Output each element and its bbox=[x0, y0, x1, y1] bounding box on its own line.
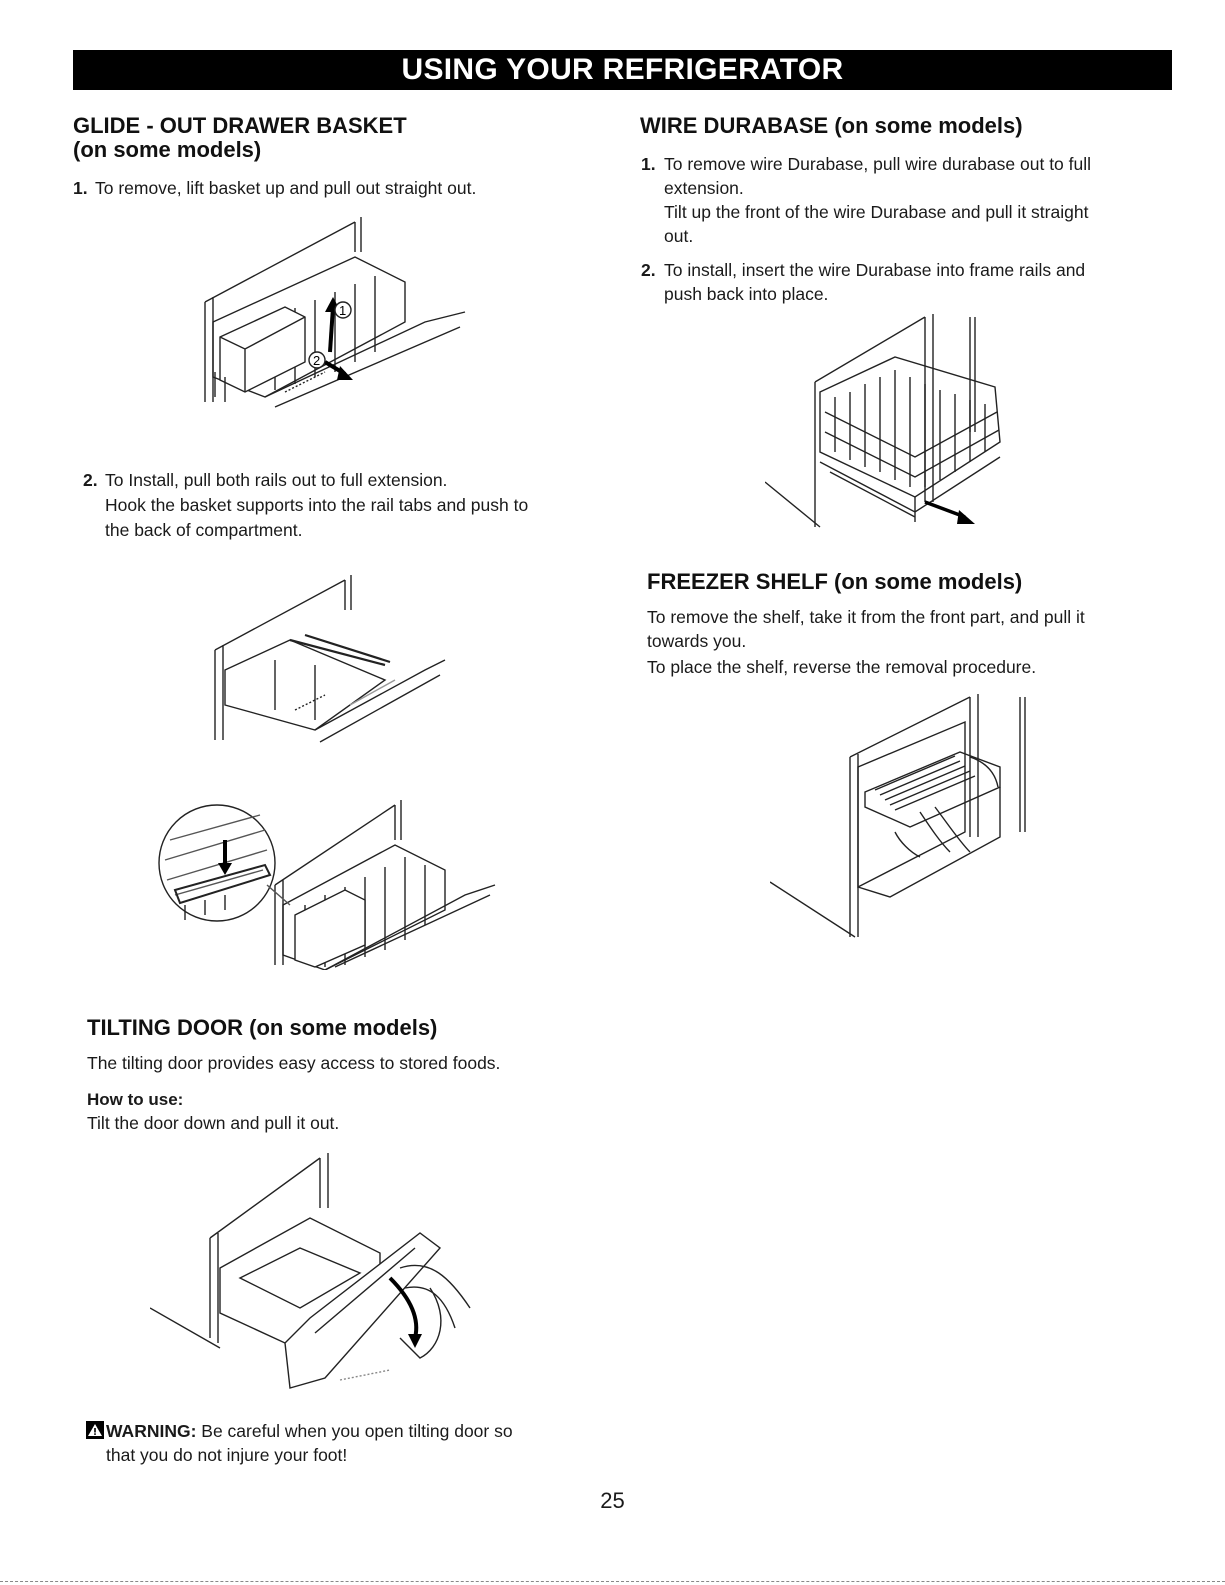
wire-step1-line4: out. bbox=[664, 226, 694, 246]
freezer-shelf-title: FREEZER SHELF (on some models) bbox=[647, 569, 1023, 594]
glide-basket-removal-illustration: 1 2 bbox=[175, 212, 475, 412]
warning-line2: that you do not injure your foot! bbox=[106, 1445, 348, 1465]
rails-extended-illustration bbox=[195, 570, 455, 745]
glide-step2-line1: To Install, pull both rails out to full … bbox=[105, 470, 448, 490]
glide-title-line1: GLIDE - OUT DRAWER BASKET bbox=[73, 113, 407, 138]
bottom-rule bbox=[0, 1581, 1225, 1582]
warning-line1: WARNING: Be careful when you open tiltin… bbox=[106, 1419, 513, 1443]
glide-step1-text: To remove, lift basket up and pull out s… bbox=[95, 178, 477, 198]
freezer-shelf-line1: To remove the shelf, take it from the fr… bbox=[647, 607, 1085, 627]
warning-label: WARNING: bbox=[106, 1421, 197, 1441]
how-to-use-text: Tilt the door down and pull it out. bbox=[87, 1113, 340, 1133]
warning-text-line1: Be careful when you open tilting door so bbox=[196, 1421, 513, 1441]
wire-durabase-title: WIRE DURABASE (on some models) bbox=[640, 113, 1023, 138]
glide-step2-number: 2. bbox=[83, 470, 98, 490]
wire-step1-number: 1. bbox=[641, 154, 656, 174]
wire-step2-number: 2. bbox=[641, 260, 656, 280]
glide-step1-number: 1. bbox=[73, 178, 88, 198]
glide-step2-line2: Hook the basket supports into the rail t… bbox=[105, 495, 529, 515]
wire-step1-line1: To remove wire Durabase, pull wire durab… bbox=[664, 154, 1092, 174]
freezer-shelf-line2: towards you. bbox=[647, 631, 747, 651]
freezer-shelf-illustration bbox=[770, 692, 1040, 942]
tilting-door-illustration bbox=[150, 1148, 490, 1398]
wire-step1-line2: extension. bbox=[664, 178, 744, 198]
warning-icon bbox=[86, 1421, 104, 1439]
wire-step2-line2: push back into place. bbox=[664, 284, 829, 304]
section-banner: USING YOUR REFRIGERATOR bbox=[73, 50, 1172, 90]
wire-durabase-illustration bbox=[765, 312, 1010, 542]
wire-step2-line1: To install, insert the wire Durabase int… bbox=[664, 260, 1086, 280]
basket-hook-detail-illustration bbox=[155, 795, 505, 970]
wire-step1-line3: Tilt up the front of the wire Durabase a… bbox=[664, 202, 1089, 222]
tilting-description: The tilting door provides easy access to… bbox=[87, 1053, 501, 1073]
freezer-shelf-line3: To place the shelf, reverse the removal … bbox=[647, 657, 1037, 677]
glide-title-line2: (on some models) bbox=[73, 137, 262, 162]
how-to-use-label: How to use: bbox=[87, 1090, 184, 1109]
tilting-title: TILTING DOOR (on some models) bbox=[87, 1015, 438, 1040]
page-number: 25 bbox=[600, 1488, 625, 1513]
callout-2: 2 bbox=[313, 353, 320, 368]
glide-step2-line3: the back of compartment. bbox=[105, 520, 303, 540]
callout-1: 1 bbox=[339, 303, 346, 318]
